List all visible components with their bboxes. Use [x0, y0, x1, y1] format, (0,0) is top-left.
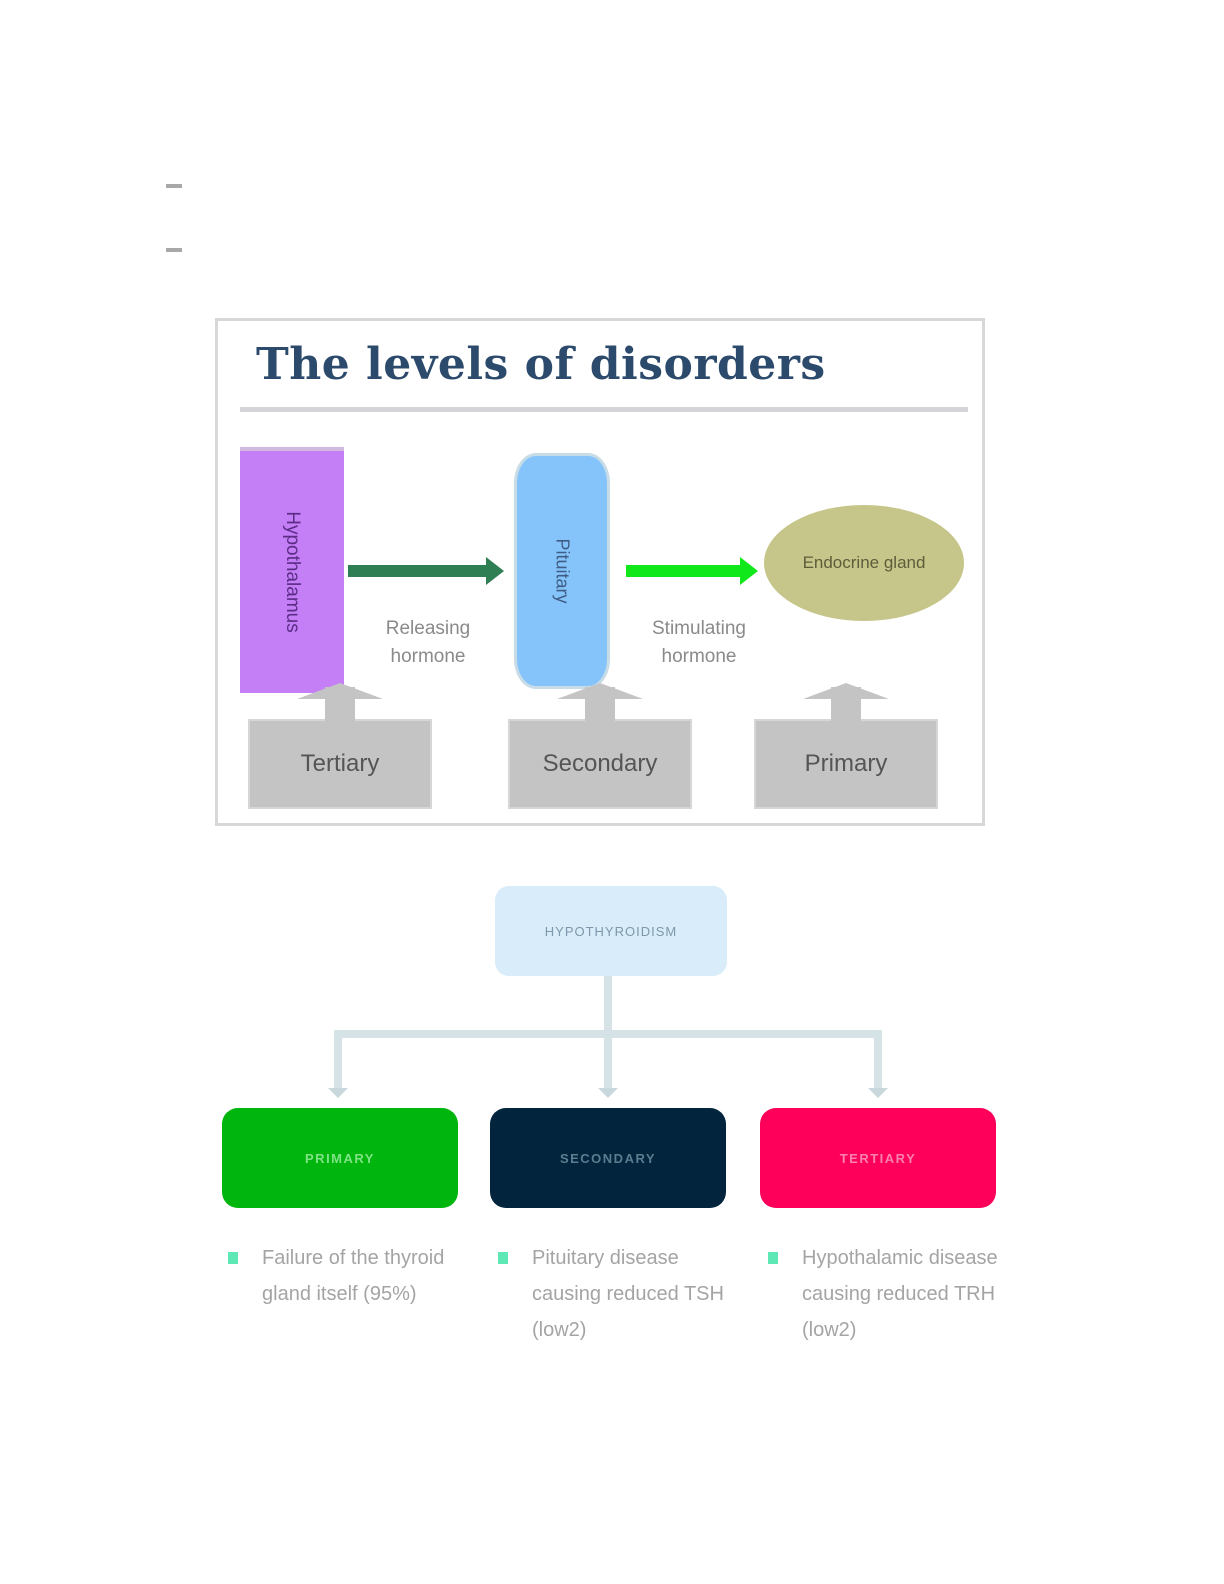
connector-line — [874, 1030, 882, 1092]
stimulating-hormone-label: Stimulating hormone — [624, 615, 774, 671]
secondary-node: SECONDARY — [490, 1108, 726, 1208]
bullet-dash — [166, 184, 182, 188]
pituitary-node: Pituitary — [514, 453, 610, 689]
up-arrow-icon — [803, 683, 889, 721]
arrow-label-line: hormone — [661, 646, 737, 667]
tertiary-node: TERTIARY — [760, 1108, 996, 1208]
primary-node: PRIMARY — [222, 1108, 458, 1208]
hypothyroidism-root-node: HYPOTHYROIDISM — [495, 886, 727, 976]
level-label: Primary — [804, 750, 888, 777]
arrow-label-line: hormone — [390, 646, 466, 667]
primary-description: Failure of the thyroid gland itself (95%… — [228, 1240, 472, 1312]
arrow-label-line: Stimulating — [652, 618, 746, 639]
level-primary: Primary — [754, 683, 938, 809]
secondary-description: Pituitary disease causing reduced TSH (l… — [498, 1240, 742, 1348]
arrow-down-icon — [328, 1088, 348, 1098]
bullet-dash — [166, 248, 182, 252]
arrow-down-icon — [868, 1088, 888, 1098]
hypothalamus-node: Hypothalamus — [240, 447, 344, 693]
bullet-icon — [498, 1252, 508, 1264]
level-tertiary: Tertiary — [248, 683, 432, 809]
description-text: Pituitary disease causing reduced TSH (l… — [532, 1247, 724, 1341]
tertiary-description: Hypothalamic disease causing reduced TRH… — [768, 1240, 1012, 1348]
description-text: Hypothalamic disease causing reduced TRH… — [802, 1247, 998, 1341]
up-arrow-icon — [297, 683, 383, 721]
arrow-label-line: Releasing — [385, 618, 471, 639]
level-label: Secondary — [542, 750, 658, 777]
bullet-icon — [228, 1252, 238, 1264]
hypothalamus-label: Hypothalamus — [282, 511, 303, 633]
stimulating-hormone-arrow — [626, 557, 758, 585]
up-arrow-icon — [557, 683, 643, 721]
pituitary-label: Pituitary — [552, 538, 573, 604]
level-label: Tertiary — [300, 750, 380, 777]
levels-of-disorders-figure: The levels of disorders Hypothalamus Rel… — [215, 318, 985, 826]
figure-title: The levels of disorders — [256, 339, 826, 390]
level-secondary: Secondary — [508, 683, 692, 809]
arrow-down-icon — [598, 1088, 618, 1098]
releasing-hormone-arrow — [348, 557, 504, 585]
bullet-icon — [768, 1252, 778, 1264]
connector-line — [604, 976, 612, 1032]
endocrine-gland-node: Endocrine gland — [764, 505, 964, 621]
description-text: Failure of the thyroid gland itself (95%… — [262, 1247, 445, 1305]
releasing-hormone-label: Releasing hormone — [358, 615, 498, 671]
connector-line — [334, 1030, 342, 1092]
connector-line — [604, 1030, 612, 1092]
title-divider — [240, 407, 968, 412]
